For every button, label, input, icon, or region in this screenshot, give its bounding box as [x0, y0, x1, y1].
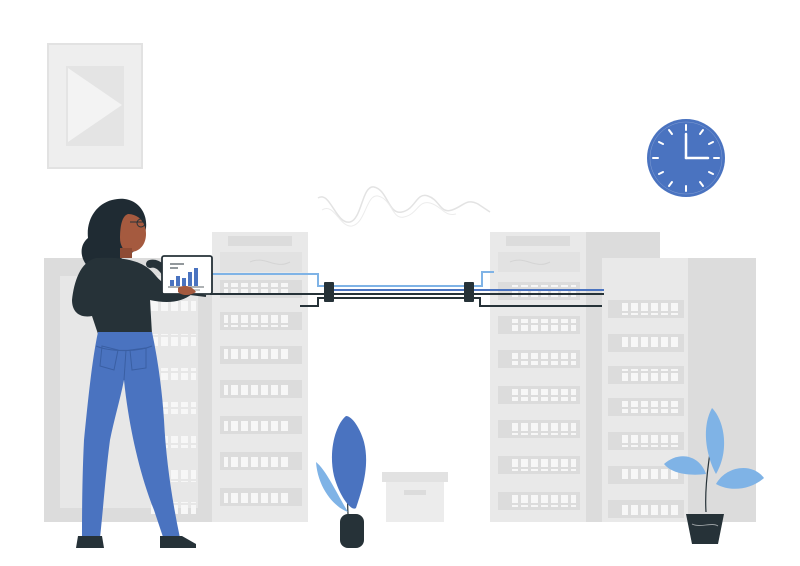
storage-box-icon — [382, 472, 448, 522]
picture-frame-icon — [47, 43, 143, 169]
hand — [178, 285, 196, 295]
potted-plant-center-icon — [316, 416, 367, 548]
server-rack-left-front — [212, 232, 308, 522]
cable-connectors — [324, 282, 474, 302]
wall-clock-icon — [647, 119, 725, 197]
server-rack-right-front — [602, 258, 756, 522]
signal-wave-icon — [317, 186, 491, 223]
potted-plant-right-icon — [664, 408, 764, 544]
